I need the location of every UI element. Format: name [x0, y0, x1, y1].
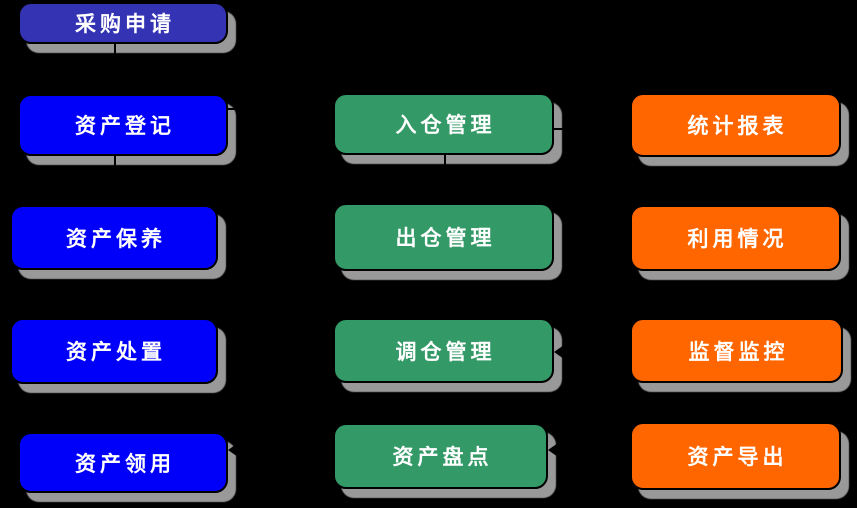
node-label: 资产导出 [687, 445, 788, 469]
node-warehouse-out: 出仓管理 [333, 203, 554, 271]
node-label: 监督监控 [688, 339, 789, 364]
connector-arrow-asset-inventory [548, 443, 558, 457]
connector-right-warehouse-in [554, 128, 564, 130]
node-label: 出仓管理 [395, 226, 496, 250]
node-label: 调仓管理 [395, 339, 496, 364]
node-label: 入仓管理 [395, 113, 496, 137]
node-label: 资产领用 [75, 451, 175, 476]
node-warehouse-in: 入仓管理 [333, 93, 554, 155]
node-warehouse-transfer: 调仓管理 [333, 318, 554, 383]
node-asset-receive: 资产领用 [18, 432, 228, 493]
node-asset-register: 资产登记 [18, 94, 228, 156]
node-label: 资产盘点 [392, 445, 493, 469]
connector-below-warehouse-in [444, 155, 446, 166]
node-label: 采购申请 [75, 12, 175, 36]
node-usage-status: 利用情况 [630, 205, 841, 271]
connector-arrow-warehouse-transfer [554, 345, 564, 359]
connector-below-asset-register [114, 156, 116, 167]
node-label: 资产登记 [75, 114, 175, 138]
node-supervision-monitor: 监督监控 [630, 318, 843, 383]
node-label: 利用情况 [687, 227, 788, 251]
node-asset-inventory: 资产盘点 [333, 423, 548, 489]
node-statistics-report: 统计报表 [630, 93, 841, 157]
node-label: 统计报表 [687, 114, 788, 138]
node-label: 资产保养 [66, 226, 166, 251]
connector-arrow-asset-receive [228, 443, 238, 457]
node-asset-export: 资产导出 [630, 422, 841, 490]
node-label: 资产处置 [66, 340, 166, 364]
node-asset-maintenance: 资产保养 [10, 205, 218, 270]
node-asset-disposal: 资产处置 [10, 318, 218, 384]
connector-right-asset-register [228, 108, 237, 110]
node-purchase-request: 采购申请 [18, 2, 228, 44]
connector-below-purchase-request [114, 44, 116, 55]
